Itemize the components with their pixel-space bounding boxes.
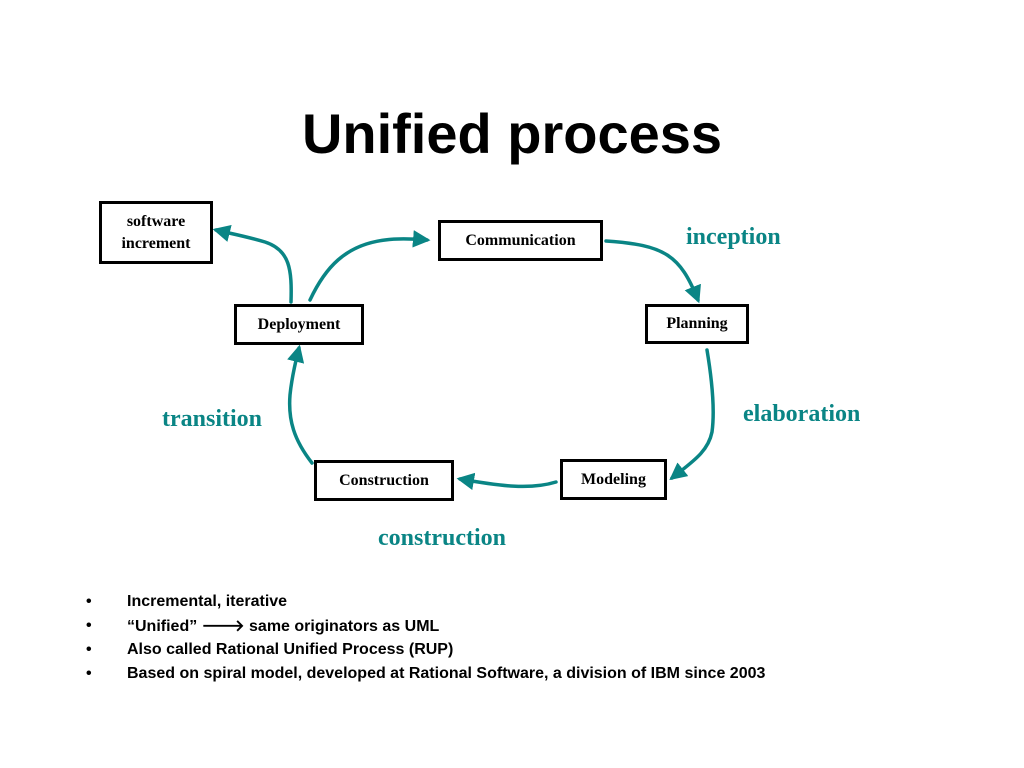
node-construction-label: Construction: [339, 471, 429, 489]
bullet-text-before: “Unified”: [127, 617, 202, 635]
arrow-deployment-to-communication: [308, 230, 431, 302]
bullet-dot: •: [86, 664, 92, 682]
arrow-construction-to-deployment: [287, 344, 314, 465]
bullet-item: • Based on spiral model, developed at Ra…: [86, 662, 986, 686]
node-deployment: Deployment: [234, 304, 364, 345]
node-software-increment-label-1: software: [126, 212, 186, 230]
node-communication-label: Communication: [465, 231, 576, 249]
bullet-text-after: same originators as UML: [244, 617, 440, 635]
node-modeling-label: Modeling: [581, 470, 646, 488]
arrow-deployment-to-software-increment: [212, 224, 293, 304]
node-communication: Communication: [438, 220, 603, 261]
node-deployment-label: Deployment: [257, 315, 341, 333]
bullet-item: • “Unified” 🡒 same originators as UML: [86, 614, 986, 639]
node-software-increment-label-2: increment: [121, 234, 191, 252]
bullet-text: Incremental, iterative: [127, 593, 288, 610]
bullet-item: • Also called Rational Unified Process (…: [86, 638, 986, 662]
arrow-modeling-to-construction: [456, 472, 558, 491]
node-planning-label: Planning: [666, 315, 728, 332]
node-planning: Planning: [645, 304, 749, 344]
bullet-list: • Incremental, iterative • “Unified” 🡒 s…: [86, 590, 986, 685]
phase-label-construction: construction: [378, 525, 506, 551]
bullet-dot: •: [86, 593, 92, 610]
bullet-dot: •: [86, 616, 92, 634]
phase-label-inception: inception: [686, 224, 781, 250]
bullet-text: Also called Rational Unified Process (RU…: [127, 641, 454, 658]
bullet-text: Based on spiral model, developed at Rati…: [127, 664, 766, 682]
node-modeling: Modeling: [560, 459, 667, 500]
arrow-communication-to-planning: [604, 239, 701, 304]
page-title: Unified process: [301, 102, 723, 165]
node-construction: Construction: [314, 460, 454, 501]
node-software-increment: software increment: [99, 201, 213, 264]
right-arrow-icon: 🡒: [201, 615, 245, 635]
bullet-dot: •: [86, 641, 92, 658]
arrow-planning-to-modeling: [669, 348, 715, 481]
phase-label-transition: transition: [162, 406, 263, 432]
phase-label-elaboration: elaboration: [743, 401, 861, 427]
bullet-item: • Incremental, iterative: [86, 590, 986, 614]
